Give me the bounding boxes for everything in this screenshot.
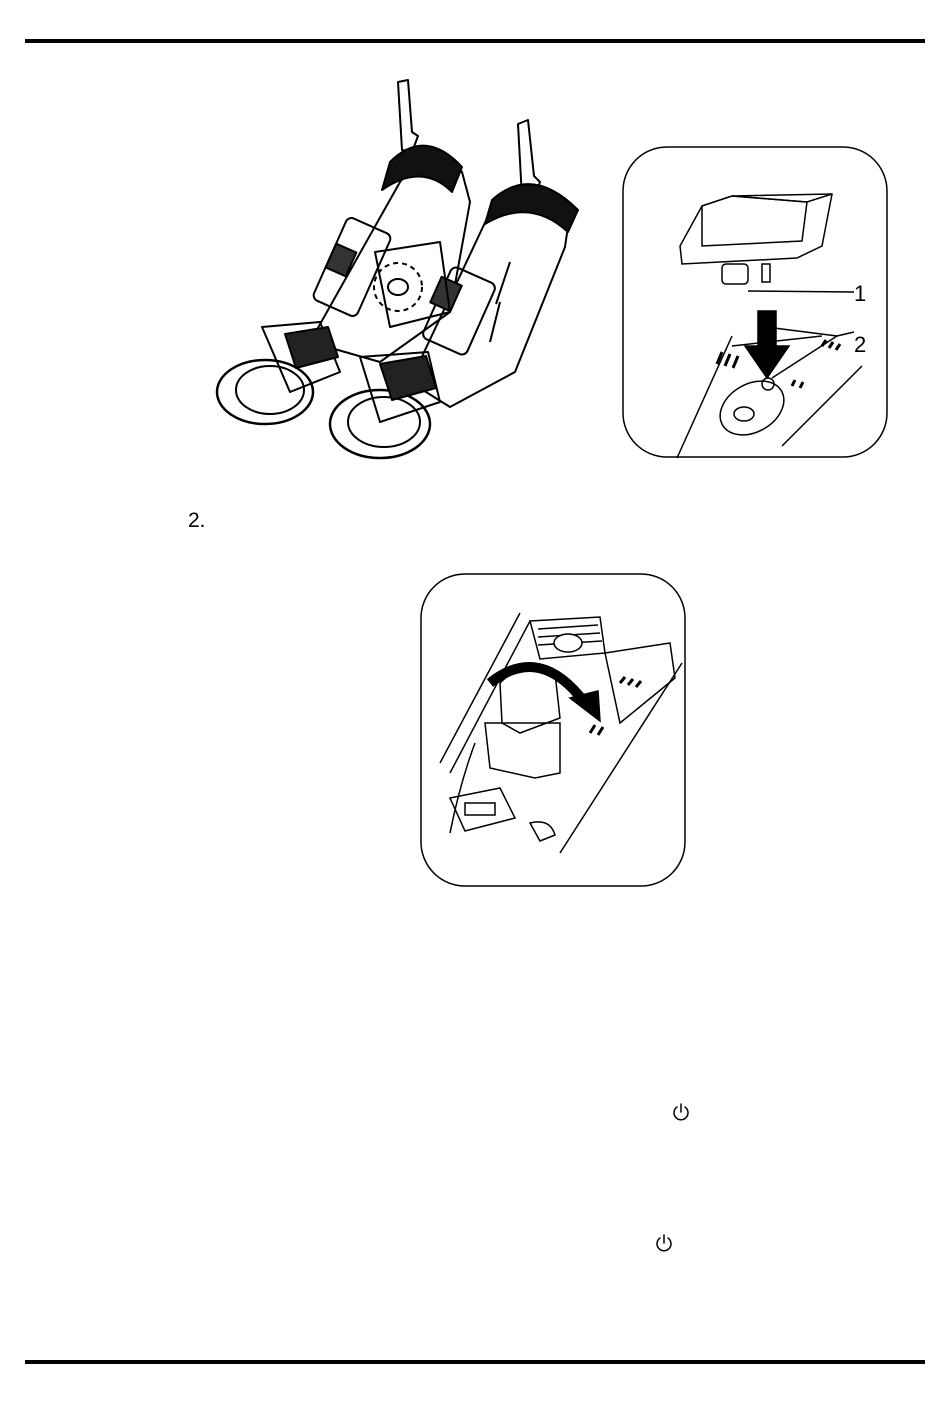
right-focus-ring — [485, 184, 578, 232]
header-rule — [25, 39, 925, 43]
left-focus-ring — [382, 146, 462, 192]
rotate-cap-inset — [420, 573, 686, 887]
mount-detail-inset: 1 2 — [622, 146, 888, 458]
power-icon — [671, 1102, 691, 1122]
strap-left — [398, 80, 418, 152]
mount-pin — [722, 264, 748, 284]
power-icon — [654, 1233, 674, 1253]
binocular-illustration — [200, 72, 620, 472]
footer-rule — [25, 1360, 925, 1364]
callout-1: 1 — [854, 281, 866, 306]
cap-housing — [485, 723, 560, 778]
mount-pad — [711, 370, 794, 446]
callout-2: 2 — [854, 332, 866, 357]
step-number: 2. — [188, 509, 206, 533]
down-arrow — [745, 346, 789, 378]
